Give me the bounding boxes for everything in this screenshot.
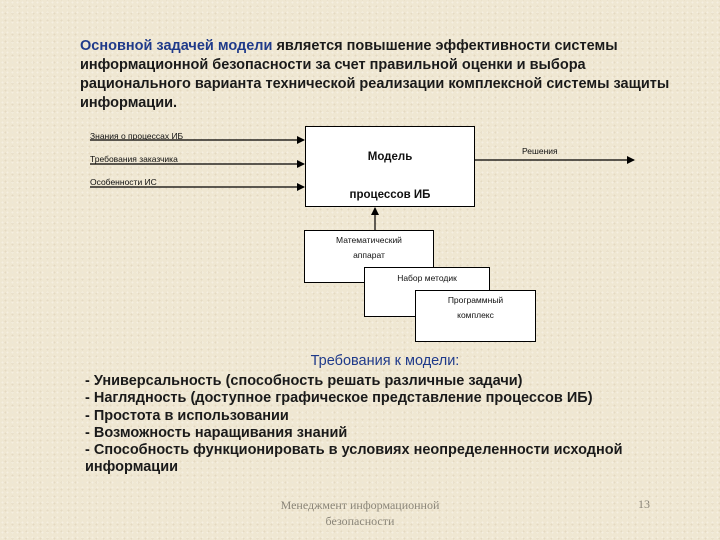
mechanism-software-line-2: комплекс [457, 310, 494, 320]
model-box-line-1: Модель [367, 151, 413, 163]
intro-rest: является повышение эффективности системы… [80, 38, 670, 111]
mechanism-math-line-1: Математический [336, 235, 402, 245]
list-item: - Простота в использовании [85, 407, 289, 424]
output-label-decisions: Решения [522, 146, 558, 156]
intro-paragraph: Основной задачей модели является повышен… [80, 37, 680, 113]
requirements-list: - Универсальность (способность решать ра… [85, 373, 705, 477]
mechanism-software-line-1: Программный [447, 295, 504, 305]
mechanism-math-line-2: аппарат [353, 250, 385, 260]
list-item: - Способность функционировать в условиях… [85, 442, 623, 476]
list-item: - Универсальность (способность решать ра… [85, 373, 523, 389]
list-item: - Наглядность (доступное графическое пре… [85, 390, 593, 407]
input-label-features: Особенности ИС [90, 177, 157, 187]
model-box-line-2: процессов ИБ [349, 189, 431, 201]
footer-title: Менеджмент информационной безопасности [280, 498, 440, 528]
requirements-title: Требования к модели: [310, 353, 460, 369]
process-model-diagram: Знания о процессах ИБ Требования заказчи… [90, 126, 635, 342]
input-label-requirements: Требования заказчика [90, 154, 178, 164]
model-box: Модель процессов ИБ [305, 126, 475, 207]
mechanism-methods-line-1: Набор методик [397, 273, 457, 283]
intro-highlight: Основной задачей модели [80, 38, 273, 54]
page-number: 13 [638, 497, 650, 511]
mechanism-box-software: Программный комплекс [415, 290, 536, 342]
input-label-knowledge: Знания о процессах ИБ [90, 131, 184, 141]
list-item: - Возможность наращивания знаний [85, 424, 348, 441]
diagram-arrows [90, 136, 635, 230]
